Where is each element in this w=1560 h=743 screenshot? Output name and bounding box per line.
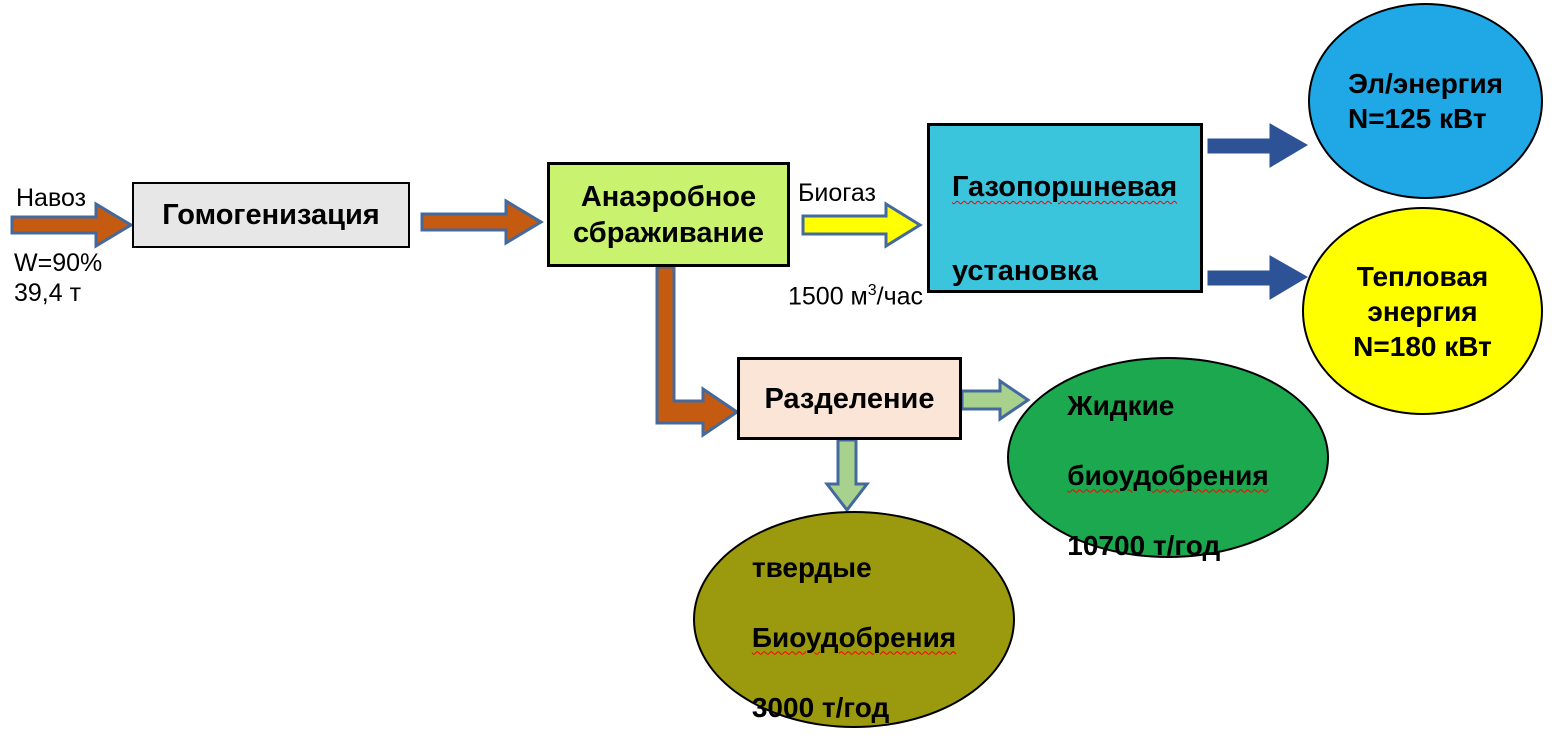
biogas-rate-exponent: 3 (867, 282, 877, 299)
homogenization-to-digestion-arrow (420, 198, 544, 246)
biogas-rate-label: 1500 м3/час (788, 246, 948, 311)
gas-piston-unit-label-line2: установка (952, 255, 1098, 287)
solid-fertilizer-label-line1: твердые (751, 551, 872, 583)
liquid-fertilizer-label-line1: Жидкие (1067, 389, 1175, 421)
solid-fertilizer-node: твердые Биоудобрения 3000 т/год (693, 511, 1015, 728)
biogas-rate-value: 1500 м (788, 282, 868, 311)
liquid-fertilizer-node: Жидкие биоудобрения 10700 т/год (1007, 357, 1329, 561)
anaerobic-digestion-label: Анаэробное сбраживание (573, 180, 764, 249)
manure-input-label: Навоз (16, 184, 87, 212)
separation-to-liquid-arrow (960, 378, 1031, 422)
heat-output-node: Тепловая энергия N=180 кВт (1302, 207, 1543, 415)
biogas-rate-unit: /час (876, 282, 924, 311)
homogenization-label: Гомогенизация (162, 199, 380, 231)
electricity-output-label: Эл/энергия N=125 кВт (1347, 68, 1504, 134)
homogenization-node: Гомогенизация (132, 182, 410, 248)
solid-fertilizer-label-line2: Биоудобрения (751, 621, 957, 653)
heat-output-label: Тепловая энергия N=180 кВт (1353, 260, 1492, 362)
electricity-output-node: Эл/энергия N=125 кВт (1308, 3, 1543, 199)
manure-flow-arrow (10, 201, 134, 249)
heat-output-arrow (1207, 255, 1308, 300)
digestion-to-separation-arrow (655, 265, 740, 438)
separation-to-solid-arrow (823, 438, 871, 513)
liquid-fertilizer-label-line3: 10700 т/год (1067, 529, 1221, 561)
gas-piston-unit-label-line1: Газопоршневая (952, 171, 1178, 203)
electricity-output-arrow (1207, 123, 1308, 168)
separation-label: Разделение (764, 382, 935, 415)
liquid-fertilizer-label-line2: биоудобрения (1067, 459, 1269, 491)
biogas-flow-label: Биогаз (798, 179, 876, 207)
solid-fertilizer-label-line3: 3000 т/год (751, 691, 890, 723)
biogas-flow-arrow (801, 201, 923, 249)
manure-input-details: W=90% 39,4 т (14, 249, 103, 307)
anaerobic-digestion-node: Анаэробное сбраживание (547, 162, 790, 267)
gas-piston-unit-node: Газопоршневая установка (927, 123, 1203, 293)
separation-node: Разделение (737, 357, 962, 440)
